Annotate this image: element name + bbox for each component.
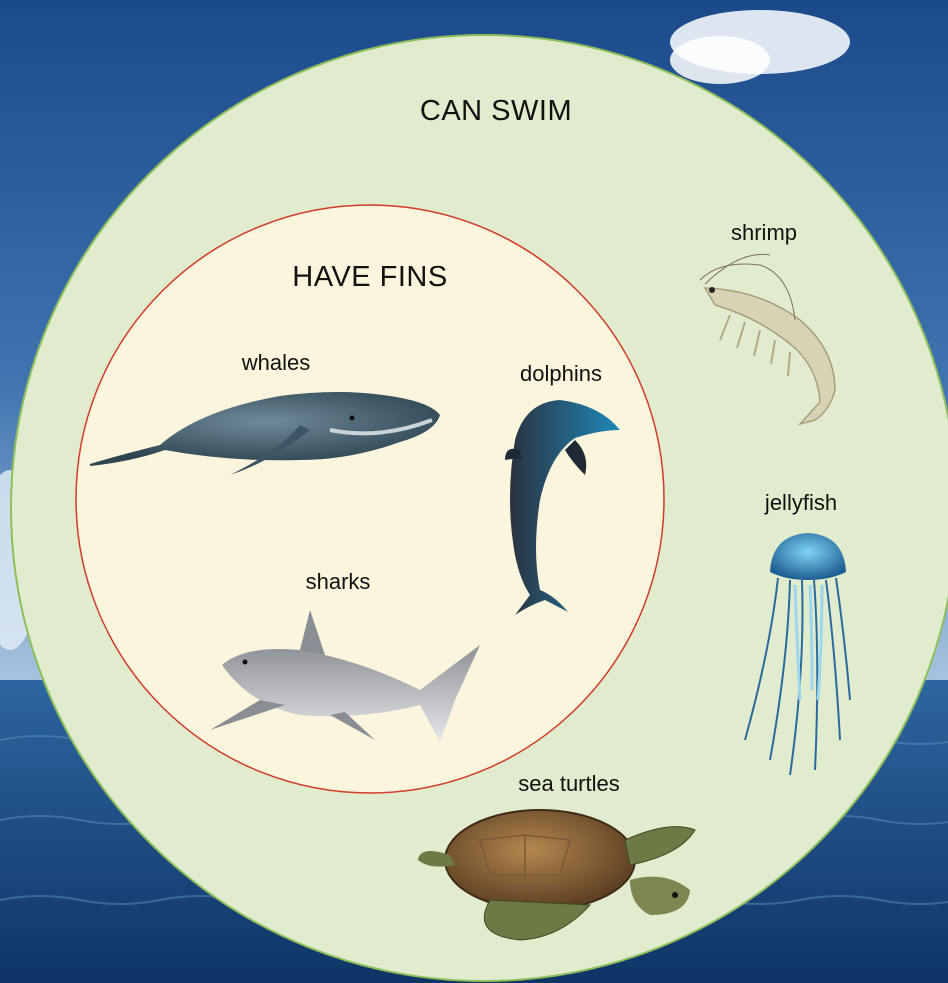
have-fins-label: HAVE FINS xyxy=(292,263,447,292)
jellyfish-label: jellyfish xyxy=(765,492,837,514)
cloud xyxy=(670,36,770,84)
sharks-label: sharks xyxy=(306,571,371,593)
whales-label: whales xyxy=(242,352,310,374)
dolphins-label: dolphins xyxy=(520,363,602,385)
sea-turtles-label: sea turtles xyxy=(518,773,620,795)
shrimp-label: shrimp xyxy=(731,222,797,244)
can-swim-label: CAN SWIM xyxy=(420,97,572,126)
